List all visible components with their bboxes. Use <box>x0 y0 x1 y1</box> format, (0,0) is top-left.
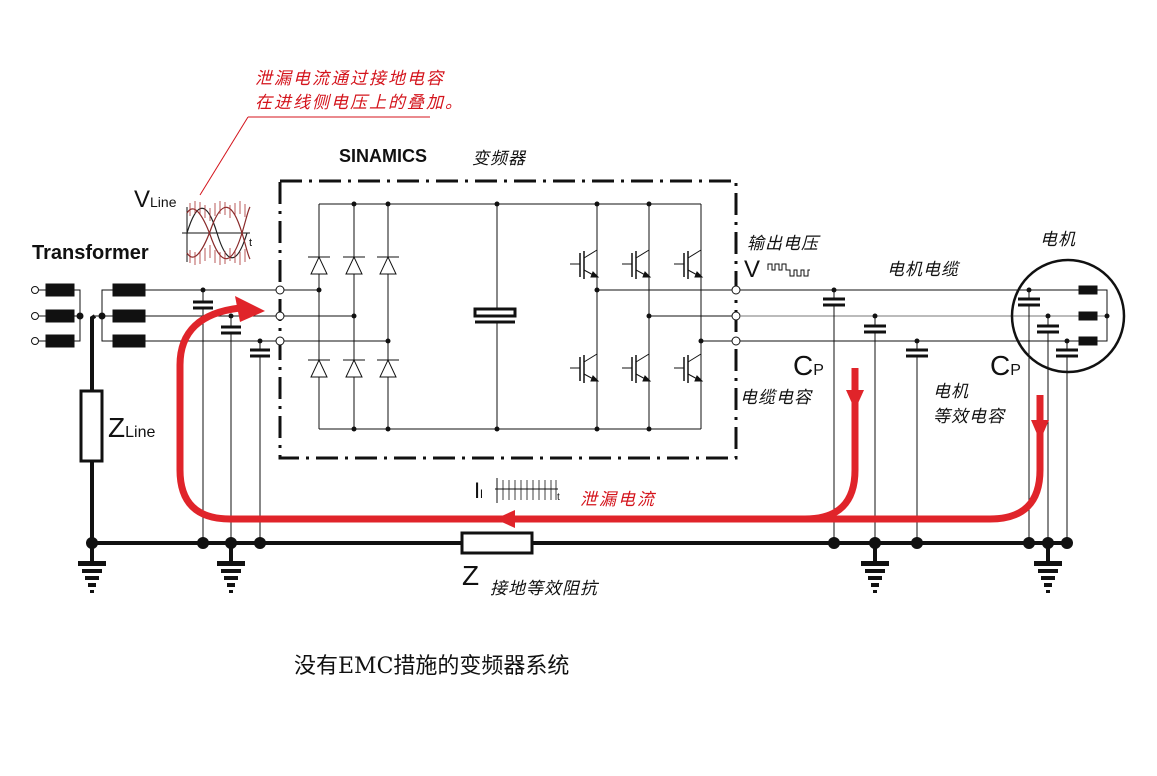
dc-link-capacitor <box>473 201 517 432</box>
motor-capacitance-text2: 等效电容 <box>933 407 1005 427</box>
leakage-subscript: l <box>480 487 483 501</box>
line-voltage-subscript: Line <box>150 194 177 210</box>
motor-cap-subscript: P <box>1010 362 1021 379</box>
arrow-ground-left <box>495 510 515 528</box>
motor-cable-label: 电机电缆 <box>887 260 959 280</box>
motor-cap-symbol: C <box>990 350 1011 381</box>
motor-capacitance-label: CP <box>990 350 1021 382</box>
leakage-axis: t <box>557 492 560 503</box>
igbt-bridge <box>569 201 732 432</box>
motor-capacitance-text1: 电机 <box>933 382 969 402</box>
output-voltage-pwm <box>767 263 810 277</box>
output-voltage-label: 输出电压 <box>747 234 819 254</box>
rectifier-bridge <box>284 201 701 432</box>
leakage-symbol: I <box>474 478 481 503</box>
leakage-current-path <box>176 304 1044 523</box>
motor-capacitors <box>1018 287 1078 543</box>
arrow-into-inverter <box>235 296 265 322</box>
arrow-motor-down <box>1031 420 1049 441</box>
ground-symbol <box>78 543 106 593</box>
leakage-current-symbol-label: Il <box>474 478 483 504</box>
cable-capacitance-text: 电缆电容 <box>740 388 812 408</box>
transformer-primary <box>31 283 84 348</box>
leakage-current-waveform <box>495 478 558 503</box>
caption: 没有EMC措施的变频器系统 <box>294 654 570 679</box>
annotation-line1: 泄漏电流通过接地电容 <box>255 69 445 89</box>
cable-capacitors <box>823 287 928 543</box>
ground-impedance-label: 接地等效阻抗 <box>490 579 598 599</box>
ground-impedance-symbol: Z <box>462 560 480 591</box>
motor-windings <box>1078 285 1110 346</box>
inverter-label: 变频器 <box>472 149 526 169</box>
line-impedance-label: ZLine <box>108 412 155 444</box>
inverter-boundary <box>278 179 738 460</box>
line-capacitors <box>193 287 270 543</box>
line-impedance-subscript: Line <box>125 424 156 441</box>
line-impedance-symbol: Z <box>108 412 126 443</box>
cable-cap-subscript: P <box>813 362 824 379</box>
line-impedance <box>79 389 104 463</box>
leakage-current-label: 泄漏电流 <box>580 490 656 510</box>
cable-cap-symbol: C <box>793 350 814 381</box>
arrow-cable-down <box>846 390 864 410</box>
line-voltage-axis: t <box>249 237 253 249</box>
output-voltage-symbol: V <box>744 256 761 283</box>
cable-capacitance-label: CP <box>793 350 824 382</box>
ground-impedance <box>460 531 534 555</box>
leakage-arrowheads <box>235 296 1049 528</box>
annotation-line2: 在进线侧电压上的叠加。 <box>255 93 464 113</box>
inverter-brand: SINAMICS <box>339 146 428 166</box>
transformer-label: Transformer <box>32 242 149 264</box>
line-voltage-waveform <box>182 201 251 265</box>
line-voltage-symbol: V <box>134 186 151 213</box>
annotation-leader-diag <box>199 116 249 196</box>
motor-circle <box>1010 258 1126 374</box>
motor-label: 电机 <box>1040 230 1076 250</box>
line-voltage-label: VLine <box>134 186 176 214</box>
